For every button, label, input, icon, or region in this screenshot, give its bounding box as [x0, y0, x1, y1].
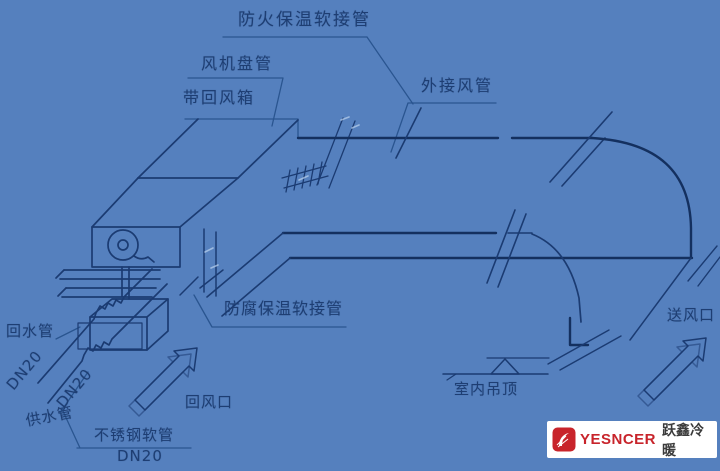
- logo-brand-en: YESNCER: [580, 431, 657, 448]
- yesncer-logo: YESNCER 跃鑫冷暖: [547, 421, 717, 459]
- label-return-water-pipe: 回水管: [6, 322, 55, 340]
- supply-air-arrow: [637, 337, 707, 407]
- label-stainless-steel-hose: 不锈钢软管: [94, 426, 175, 444]
- label-stainless-steel-hose-dn20: DN20: [117, 447, 163, 465]
- leader-lines: [55, 36, 497, 449]
- fan-coil-unit-drawing: [55, 118, 299, 351]
- label-external-air-duct: 外接风管: [421, 76, 494, 95]
- label-return-air-inlet: 回风口: [185, 393, 234, 411]
- water-pipes-drawing: [37, 268, 168, 404]
- duct-elbow-drawing: [531, 136, 720, 371]
- external-duct-drawing: [206, 107, 694, 317]
- speckle-highlights: [204, 116, 360, 269]
- logo-brand-cn: 跃鑫冷暖: [662, 422, 705, 459]
- label-supply-air-outlet: 送风口: [667, 306, 716, 324]
- label-anticorrosive-flex-duct: 防腐保温软接管: [224, 299, 344, 318]
- label-indoor-ceiling: 室内吊顶: [454, 380, 519, 398]
- label-with-return-air-box: 带回风箱: [183, 88, 256, 107]
- ceiling-symbol: [442, 357, 550, 381]
- return-air-arrow: [128, 347, 198, 417]
- label-fireproof-flex-duct: 防火保温软接管: [238, 10, 371, 30]
- yesncer-logo-icon: [552, 427, 576, 452]
- label-fan-coil-unit: 风机盘管: [201, 54, 274, 73]
- flexible-connection-hatch: [281, 117, 356, 193]
